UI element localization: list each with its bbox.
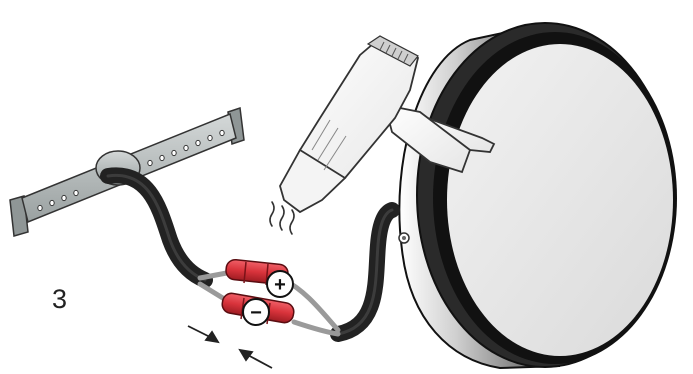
power-cable-left [108, 175, 205, 280]
positive-symbol: + [274, 274, 286, 296]
round-mirror-icon [399, 23, 677, 368]
power-cable-right [338, 210, 392, 334]
heat-waves-icon [270, 202, 294, 234]
negative-marker: − [243, 299, 269, 325]
negative-symbol: − [250, 302, 262, 324]
crimp-arrows-icon [188, 326, 272, 368]
positive-marker: + [267, 271, 293, 297]
step-number: 3 [52, 286, 67, 313]
